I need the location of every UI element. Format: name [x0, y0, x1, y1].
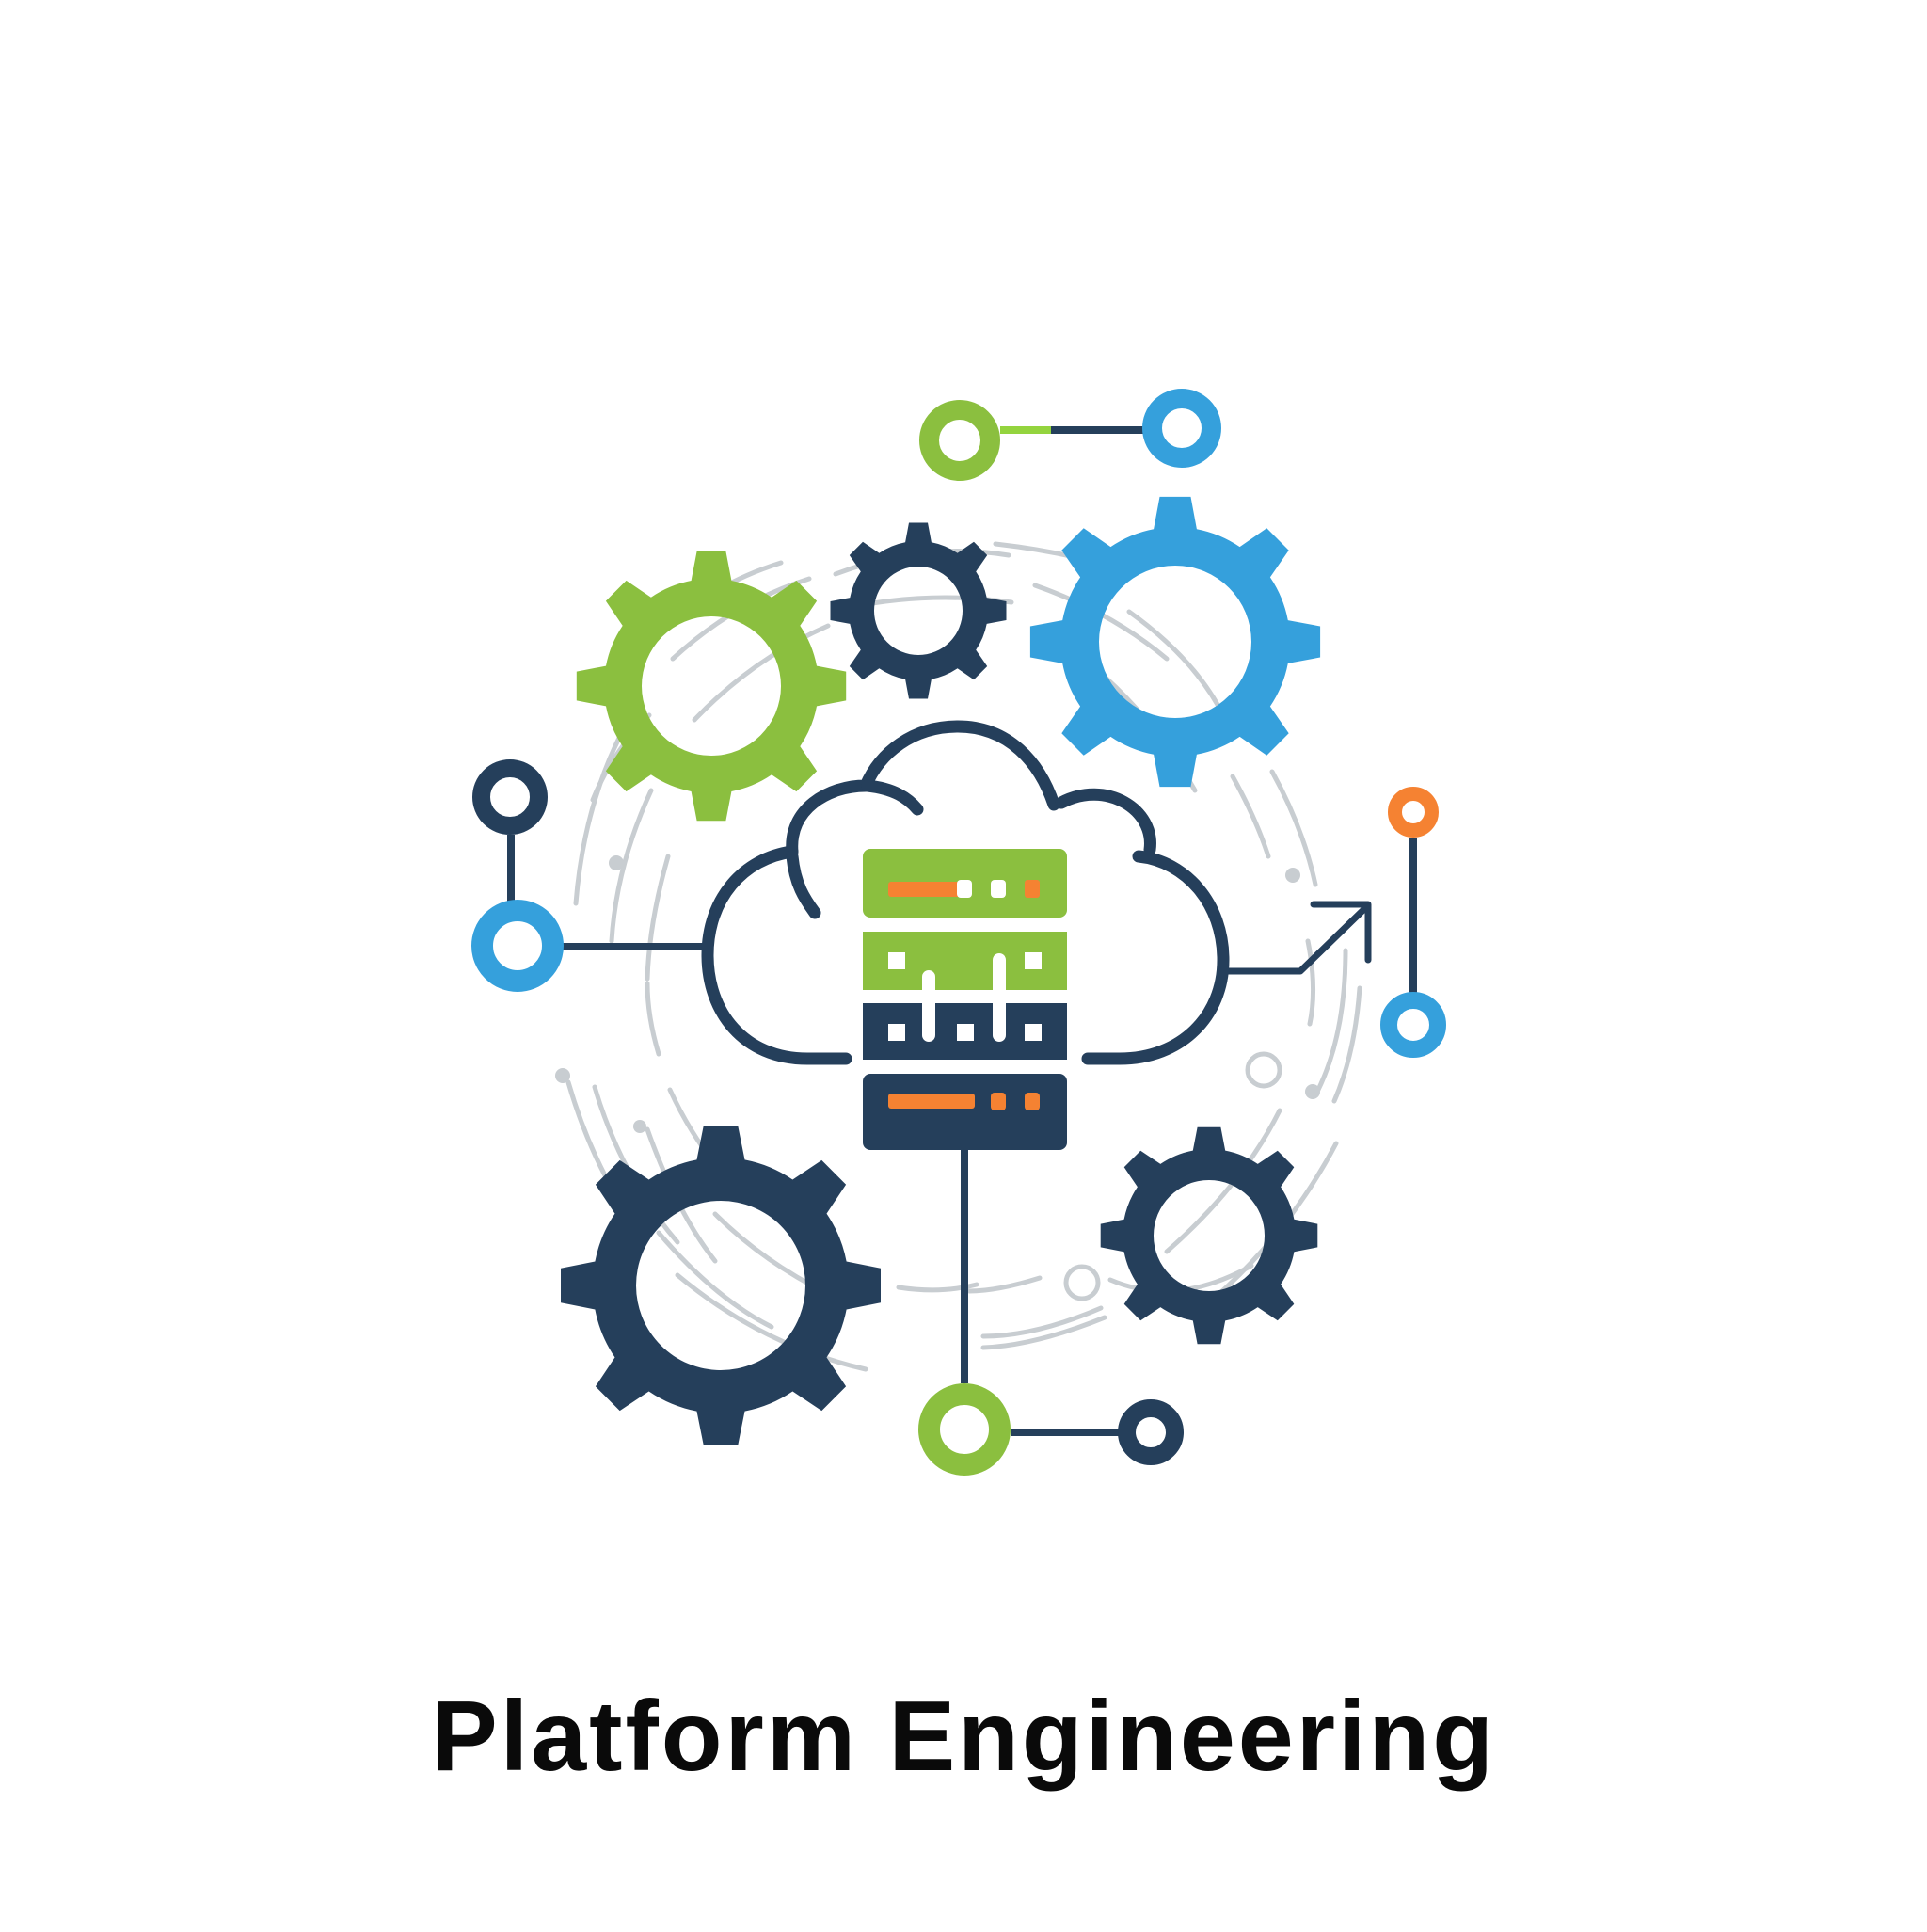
- server-led: [1025, 1093, 1040, 1110]
- gears-group: [561, 496, 1321, 1445]
- page-title: Platform Engineering: [431, 1681, 1496, 1792]
- node-green-top-icon: [919, 400, 1000, 481]
- server-port: [1025, 952, 1042, 969]
- server-row-4: [863, 1074, 1067, 1150]
- server-port: [1025, 1024, 1042, 1041]
- server-status-bar: [888, 1094, 975, 1109]
- server-led: [957, 880, 972, 898]
- node-navy-bottom-right-icon: [1118, 1399, 1184, 1465]
- server-port: [888, 952, 905, 969]
- server-port: [957, 1024, 974, 1041]
- cloud-icon: [701, 720, 1230, 1065]
- server-led: [991, 1093, 1006, 1110]
- server-rack-icon: [863, 849, 1067, 1150]
- orbit-rings-decoration: [1063, 1051, 1282, 1301]
- server-led: [991, 880, 1006, 898]
- node-blue-left-icon: [471, 900, 564, 992]
- node-orange-right-icon: [1388, 787, 1439, 838]
- node-navy-left-icon: [472, 759, 548, 835]
- connectors: [507, 426, 1417, 1436]
- trend-arrow-icon: [1219, 901, 1372, 975]
- node-blue-top-icon: [1142, 389, 1221, 468]
- server-status-bar: [888, 882, 962, 897]
- node-blue-right-icon: [1380, 992, 1446, 1058]
- gear-green-top-left-icon: [576, 551, 847, 822]
- node-green-bottom-icon: [918, 1383, 1011, 1476]
- gear-navy-top-small-icon: [830, 522, 1007, 699]
- orbit-dots-decoration: [555, 855, 1320, 1133]
- server-led: [1025, 880, 1040, 898]
- gear-blue-top-right-icon: [1029, 496, 1321, 788]
- nodes-group: [471, 389, 1446, 1476]
- gear-navy-bottom-left-icon: [561, 1126, 881, 1445]
- server-port: [888, 1024, 905, 1041]
- gear-navy-bottom-right-icon: [1100, 1126, 1318, 1345]
